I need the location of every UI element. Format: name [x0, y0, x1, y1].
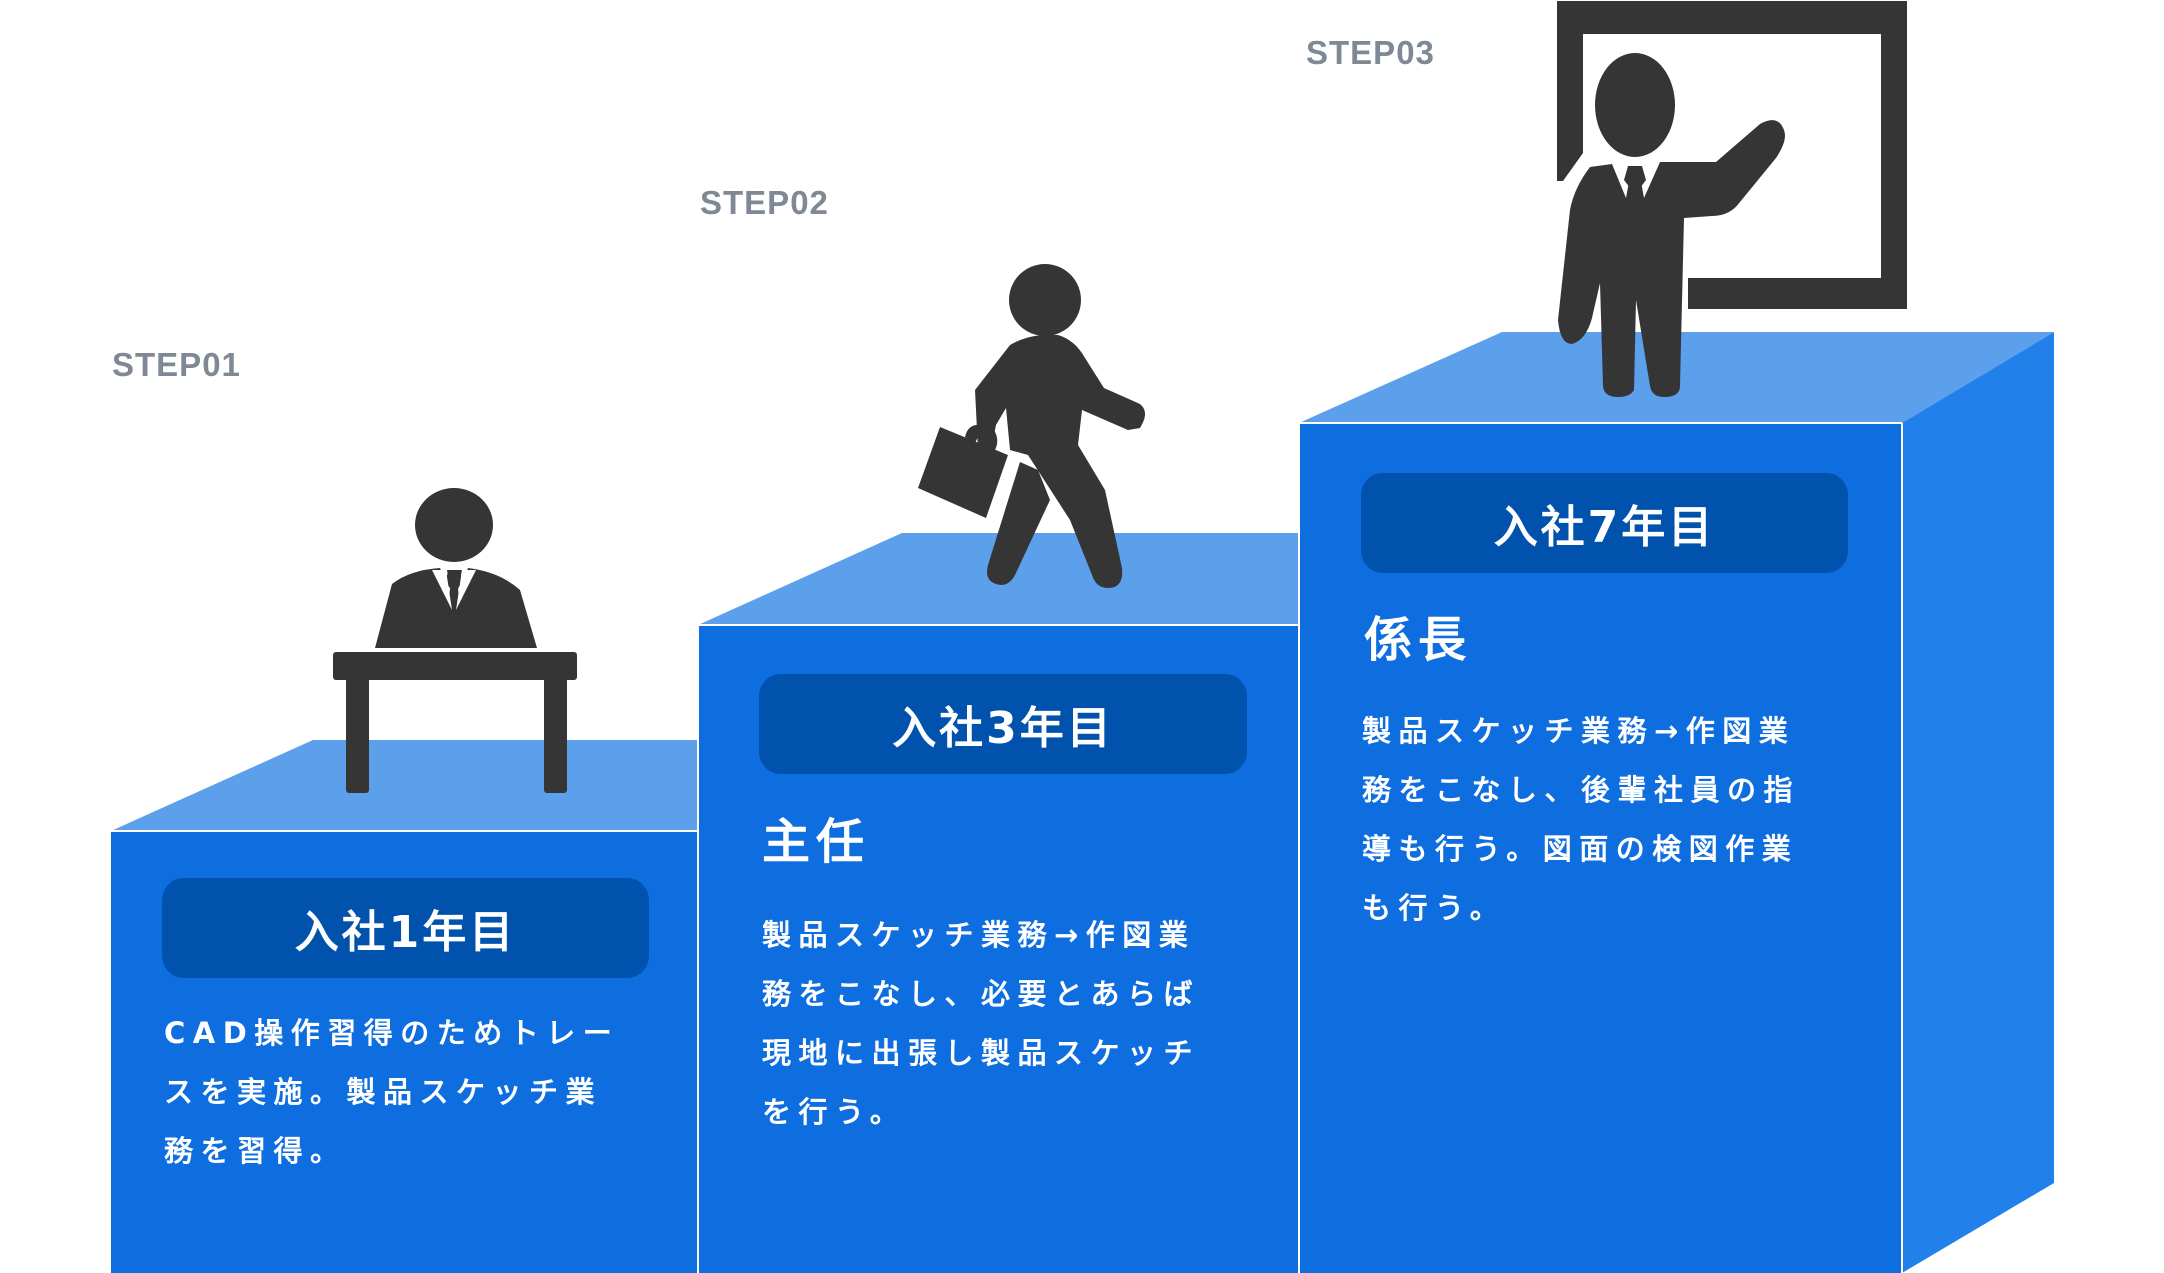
- step3-desc-line: 製品スケッチ業務→作図業: [1362, 714, 1796, 748]
- step2-description: 製品スケッチ業務→作図業 務をこなし、必要とあらば 現地に出張し製品スケッチ を…: [762, 906, 1200, 1142]
- step3-role-title: 係長: [1364, 612, 1473, 668]
- step1-description: CAD操作習得のためトレー スを実施。製品スケッチ業 務を習得。: [164, 1004, 619, 1181]
- step1-desc-line: CAD操作習得のためトレー: [164, 1016, 620, 1050]
- presenter-at-board-icon: [1557, 1, 1907, 398]
- walking-businessman-icon: [918, 264, 1145, 588]
- step2-desc-line: を行う。: [762, 1095, 907, 1129]
- person-at-desk-icon: [333, 488, 577, 793]
- step1-year-badge: 入社1年目: [162, 878, 649, 978]
- step1-top-face: [111, 740, 698, 831]
- step3-year-text: 入社7年目: [1493, 502, 1716, 553]
- step3-label: STEP03: [1306, 34, 1435, 71]
- step1-desc-line: スを実施。製品スケッチ業: [164, 1075, 603, 1109]
- step2-desc-line: 現地に出張し製品スケッチ: [762, 1036, 1201, 1070]
- step3-side-face: [1902, 332, 2054, 1273]
- step3-description: 製品スケッチ業務→作図業 務をこなし、後輩社員の指 導も行う。図面の検図作業 も…: [1362, 702, 1800, 938]
- step2-desc-line: 製品スケッチ業務→作図業: [762, 918, 1196, 952]
- step3-desc-line: も行う。: [1362, 891, 1507, 925]
- step1-year-text: 入社1年目: [294, 907, 517, 958]
- step2-year-text: 入社3年目: [892, 703, 1114, 754]
- step3-desc-line: 導も行う。図面の検図作業: [1362, 832, 1799, 866]
- step2-block: [697, 533, 1299, 1273]
- step2-year-badge: 入社3年目: [759, 674, 1247, 774]
- step2-desc-line: 務をこなし、必要とあらば: [762, 977, 1201, 1011]
- step2-label: STEP02: [700, 184, 829, 221]
- step3-desc-line: 務をこなし、後輩社員の指: [1362, 773, 1801, 807]
- step1-label: STEP01: [112, 346, 241, 383]
- step3-year-badge: 入社7年目: [1361, 473, 1848, 573]
- step2-role-title: 主任: [762, 814, 871, 870]
- step1-desc-line: 務を習得。: [164, 1134, 347, 1168]
